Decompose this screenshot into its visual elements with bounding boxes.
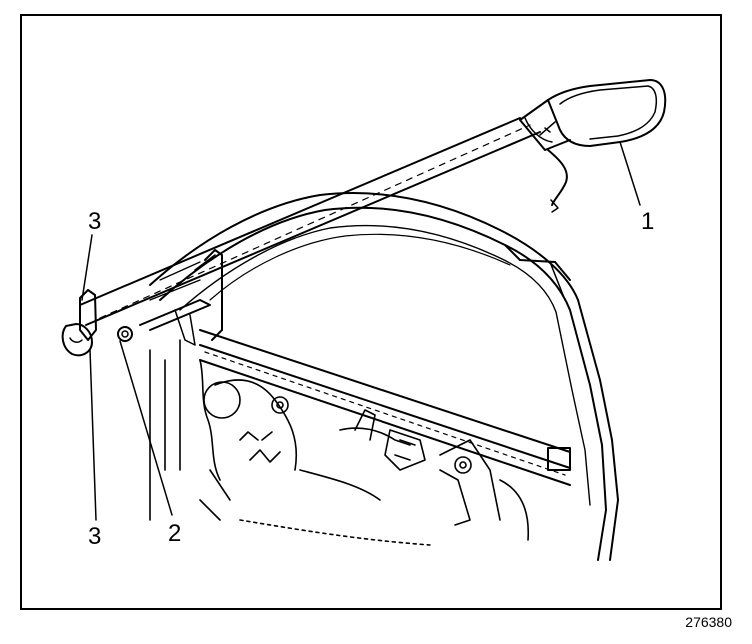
callout-3-bracket-top: 3 xyxy=(88,208,102,235)
mirror-bracket xyxy=(61,249,223,357)
figure-number: 276380 xyxy=(685,614,732,630)
mirror-assembly xyxy=(519,79,667,213)
callout-1-mirror: 1 xyxy=(641,208,655,235)
door-inner-panel xyxy=(149,339,530,546)
belt-reinforcement xyxy=(199,329,571,486)
leader-lines xyxy=(81,141,641,521)
callout-3-bracket-bottom: 3 xyxy=(88,523,102,550)
door-frame xyxy=(149,192,619,561)
mirror-arm xyxy=(79,117,541,326)
callout-2-nut: 2 xyxy=(168,520,182,547)
